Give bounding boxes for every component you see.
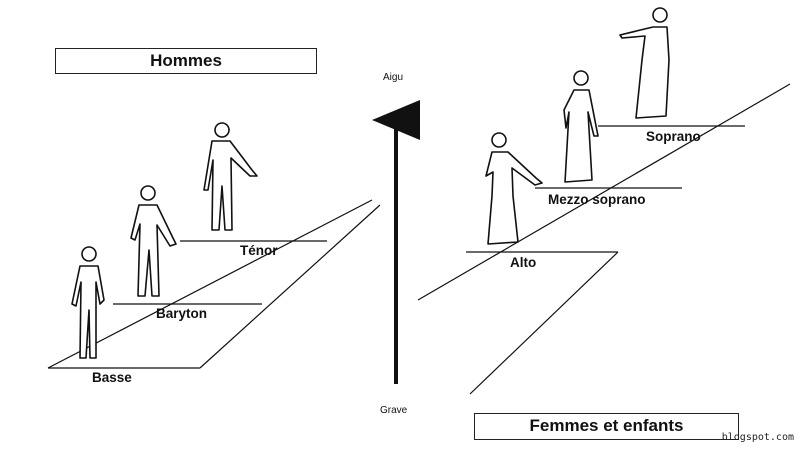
- watermark: blogspot.com: [721, 432, 794, 443]
- voice-label-alto: Alto: [510, 255, 537, 270]
- men-staircase: [47, 199, 381, 369]
- voice-label-mezzo: Mezzo soprano: [548, 192, 646, 207]
- women-stair-lower-rail: [469, 251, 619, 395]
- women-stair-rail: [417, 83, 791, 301]
- voice-label-tenor: Ténor: [240, 243, 278, 258]
- alto-figure: [485, 132, 543, 245]
- basse-figure: [71, 246, 105, 359]
- men-stair-outer-rail: [199, 204, 381, 369]
- women-title-box: Femmes et enfants: [474, 413, 739, 440]
- axis-bottom-label: Grave: [380, 405, 408, 416]
- soprano-figure: [619, 7, 670, 119]
- women-staircase: [417, 83, 791, 395]
- men-stair-rail: [47, 199, 373, 369]
- axis-top-label: Aigu: [383, 72, 404, 83]
- men-title-box: Hommes: [55, 48, 317, 74]
- tenor-figure: [203, 122, 258, 231]
- baryton-figure: [130, 185, 177, 297]
- voice-label-soprano: Soprano: [646, 129, 701, 144]
- voice-label-baryton: Baryton: [156, 306, 208, 321]
- mezzo-figure: [563, 70, 599, 183]
- voice-label-basse: Basse: [92, 370, 132, 385]
